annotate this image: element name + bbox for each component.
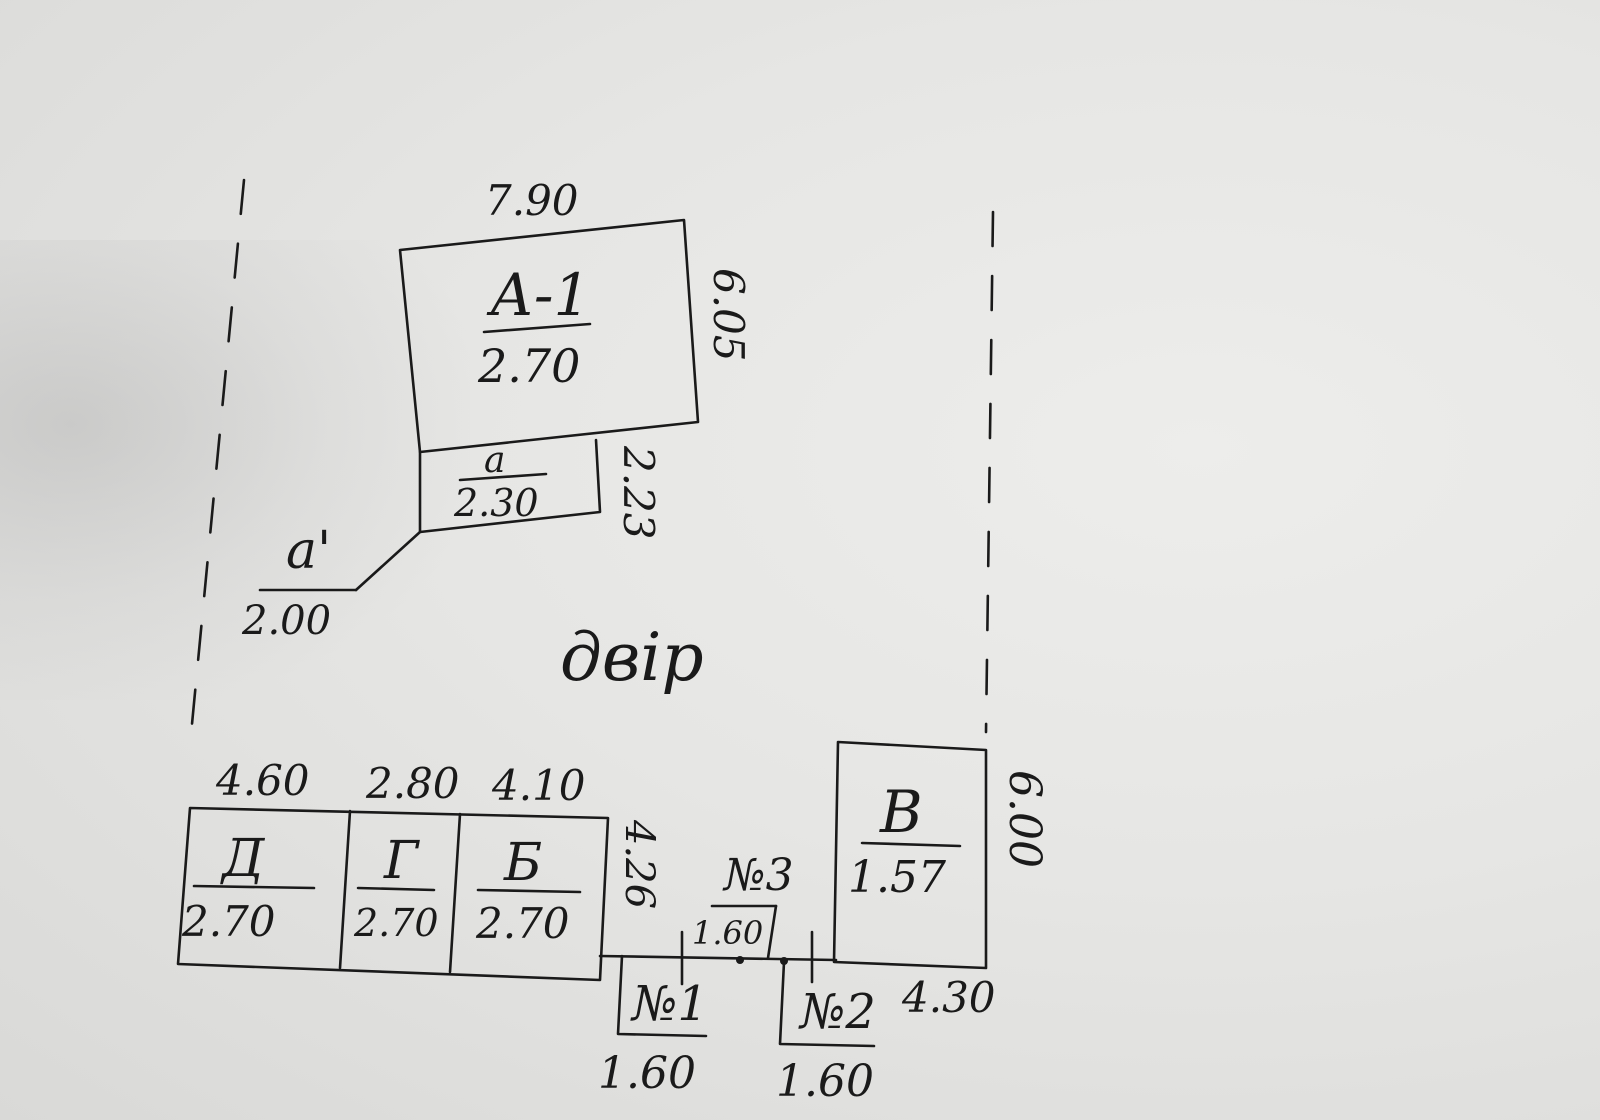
gate-n3-width: 1.60	[692, 914, 763, 952]
divider-g-b	[448, 812, 462, 974]
building-a1-depth: 6.05	[704, 268, 753, 362]
extension-a-depth: 2.23	[614, 445, 663, 540]
extension-a-height: 2.30	[453, 481, 539, 525]
paper-shadow	[0, 240, 470, 700]
building-b-depth: 4.26	[616, 819, 662, 909]
building-a1-name: А-1	[486, 261, 590, 329]
gate-n3-name: №3	[722, 850, 794, 901]
building-g-fraction-line	[356, 886, 436, 892]
building-b-name: Б	[503, 833, 542, 893]
outbuilding-n2-outline	[778, 960, 876, 1048]
outbuilding-n2-name: №2	[798, 984, 876, 1040]
building-g-name: Г	[383, 831, 420, 891]
divider-d-g	[338, 809, 352, 970]
gate-n3-side-line	[766, 904, 778, 960]
building-d-fraction-line	[192, 884, 316, 890]
building-d-height: 2.70	[181, 897, 276, 946]
building-d-width: 4.60	[215, 756, 310, 805]
porch-a-prime-leader	[354, 530, 422, 592]
building-g-width: 2.80	[365, 759, 460, 808]
building-v-depth: 6.00	[999, 770, 1050, 868]
building-v-fraction-line	[860, 841, 962, 848]
building-b-height: 2.70	[475, 899, 570, 948]
extension-a-outline	[418, 438, 602, 534]
building-a1-width: 7.90	[485, 176, 579, 225]
left-boundary-line	[188, 178, 246, 747]
outbuilding-n1-width: 1.60	[598, 1048, 696, 1099]
porch-a-prime-height: 2.00	[241, 598, 331, 644]
outbuilding-n2-width: 1.60	[776, 1056, 874, 1107]
building-v-height: 1.57	[848, 852, 946, 903]
extension-a-name: а	[484, 440, 505, 481]
extension-a-fraction-line	[458, 472, 548, 482]
building-v-width: 4.30	[901, 973, 996, 1022]
building-b-width: 4.10	[491, 761, 586, 810]
building-a1-outline	[398, 218, 700, 454]
building-v-name: В	[879, 778, 923, 846]
gate-post-1	[736, 956, 744, 964]
building-v-outline	[832, 740, 988, 970]
outbuilding-n1-outline	[616, 954, 708, 1038]
porch-a-prime-name: а'	[286, 521, 331, 581]
building-b-fraction-line	[476, 888, 582, 894]
yard-label: двір	[560, 619, 704, 696]
right-boundary-line	[984, 210, 995, 734]
building-g-height: 2.70	[353, 901, 439, 945]
outbuilding-n1-name: №1	[630, 976, 708, 1032]
fence-line	[598, 954, 838, 962]
building-a1-height: 2.70	[477, 339, 580, 393]
row-d-g-b-outline	[176, 806, 610, 982]
building-d-name: Д	[220, 829, 266, 889]
building-a1-fraction-line	[482, 322, 592, 334]
